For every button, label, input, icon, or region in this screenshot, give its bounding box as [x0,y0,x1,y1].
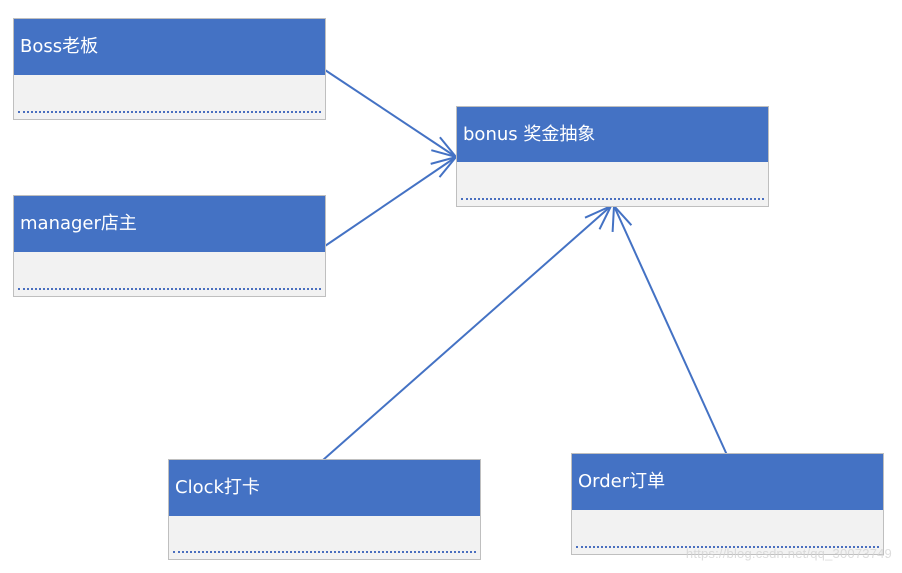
arrowhead-boss-to-bonus [431,136,459,159]
class-box-manager[interactable]: manager店主 [13,195,326,297]
divider-bonus [461,198,764,200]
class-body-order [572,510,883,554]
class-title-boss: Boss老板 [20,36,99,57]
class-header-clock: Clock打卡 [169,460,480,516]
class-body-bonus [457,162,768,206]
class-title-manager: manager店主 [20,213,137,234]
divider-manager [18,288,321,290]
class-title-clock: Clock打卡 [175,477,260,498]
arrow-manager-to-bonus [324,156,457,247]
watermark-text: https://blog.csdn.net/qq_30073749 [685,546,892,561]
class-header-bonus: bonus 奖金抽象 [457,107,768,162]
class-box-boss[interactable]: Boss老板 [13,18,326,120]
divider-boss [18,111,321,113]
class-box-clock[interactable]: Clock打卡 [168,459,481,560]
class-body-manager [14,252,325,296]
class-header-order: Order订单 [572,454,883,510]
arrow-clock-to-bonus [322,205,612,461]
class-title-bonus: bonus 奖金抽象 [463,123,596,145]
arrow-order-to-bonus [613,205,728,456]
class-body-clock [169,516,480,559]
arrowhead-order-to-bonus [611,203,633,232]
divider-clock [173,551,476,553]
class-box-bonus[interactable]: bonus 奖金抽象 [456,106,769,207]
arrowhead-clock-to-bonus [584,203,614,230]
divider-order [576,546,879,548]
class-title-order: Order订单 [578,471,666,492]
class-header-boss: Boss老板 [14,19,325,75]
class-body-boss [14,75,325,119]
arrowhead-manager-to-bonus [430,155,459,178]
class-box-order[interactable]: Order订单 [571,453,884,555]
arrow-boss-to-bonus [324,69,457,158]
class-header-manager: manager店主 [14,196,325,252]
